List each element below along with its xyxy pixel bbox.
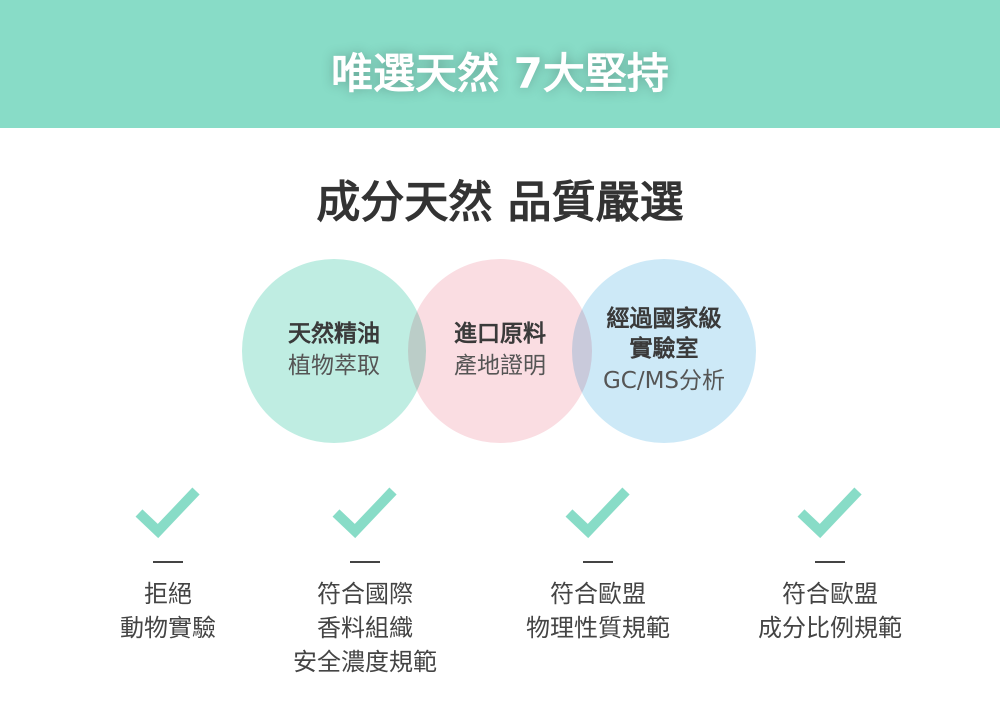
- circle-text: 植物萃取: [288, 353, 380, 379]
- checkmark-icon: [332, 487, 397, 539]
- circle-essential-oil: 天然精油 植物萃取: [242, 259, 426, 443]
- circle-heading: 天然精油: [288, 321, 380, 347]
- divider: [583, 561, 613, 563]
- check-text: 物理性質規範: [526, 614, 670, 642]
- check-text: 安全濃度規範: [293, 648, 437, 676]
- header-band: [0, 0, 1000, 128]
- checkmark-icon: [565, 487, 630, 539]
- circle-lab-analysis: 經過國家級 實驗室 GC/MS分析: [572, 259, 756, 443]
- circle-imported-material: 進口原料 產地證明: [408, 259, 592, 443]
- circle-text: GC/MS分析: [602, 368, 726, 394]
- circle-heading: 經過國家級: [606, 306, 722, 332]
- checkmark-icon: [135, 487, 200, 539]
- divider: [815, 561, 845, 563]
- page-title: 唯選天然 7大堅持: [331, 49, 669, 98]
- check-item: 符合歐盟 物理性質規範: [488, 485, 708, 645]
- check-text: 成分比例規範: [758, 614, 902, 642]
- check-text: 香料組織: [317, 614, 413, 642]
- divider: [350, 561, 380, 563]
- check-item: 符合國際 香料組織 安全濃度規範: [255, 485, 475, 679]
- check-text: 符合國際: [317, 580, 413, 608]
- check-text: 拒絕: [144, 580, 192, 608]
- circle-heading: 實驗室: [629, 336, 699, 362]
- check-item: 符合歐盟 成分比例規範: [720, 485, 940, 645]
- subtitle: 成分天然 品質嚴選: [316, 177, 684, 228]
- check-text: 符合歐盟: [550, 580, 646, 608]
- divider: [153, 561, 183, 563]
- check-text: 符合歐盟: [782, 580, 878, 608]
- circle-text: 產地證明: [454, 353, 546, 379]
- check-text: 動物實驗: [120, 614, 216, 642]
- checkmark-icon: [797, 487, 862, 539]
- circle-heading: 進口原料: [454, 321, 546, 347]
- check-item: 拒絕 動物實驗: [58, 485, 278, 645]
